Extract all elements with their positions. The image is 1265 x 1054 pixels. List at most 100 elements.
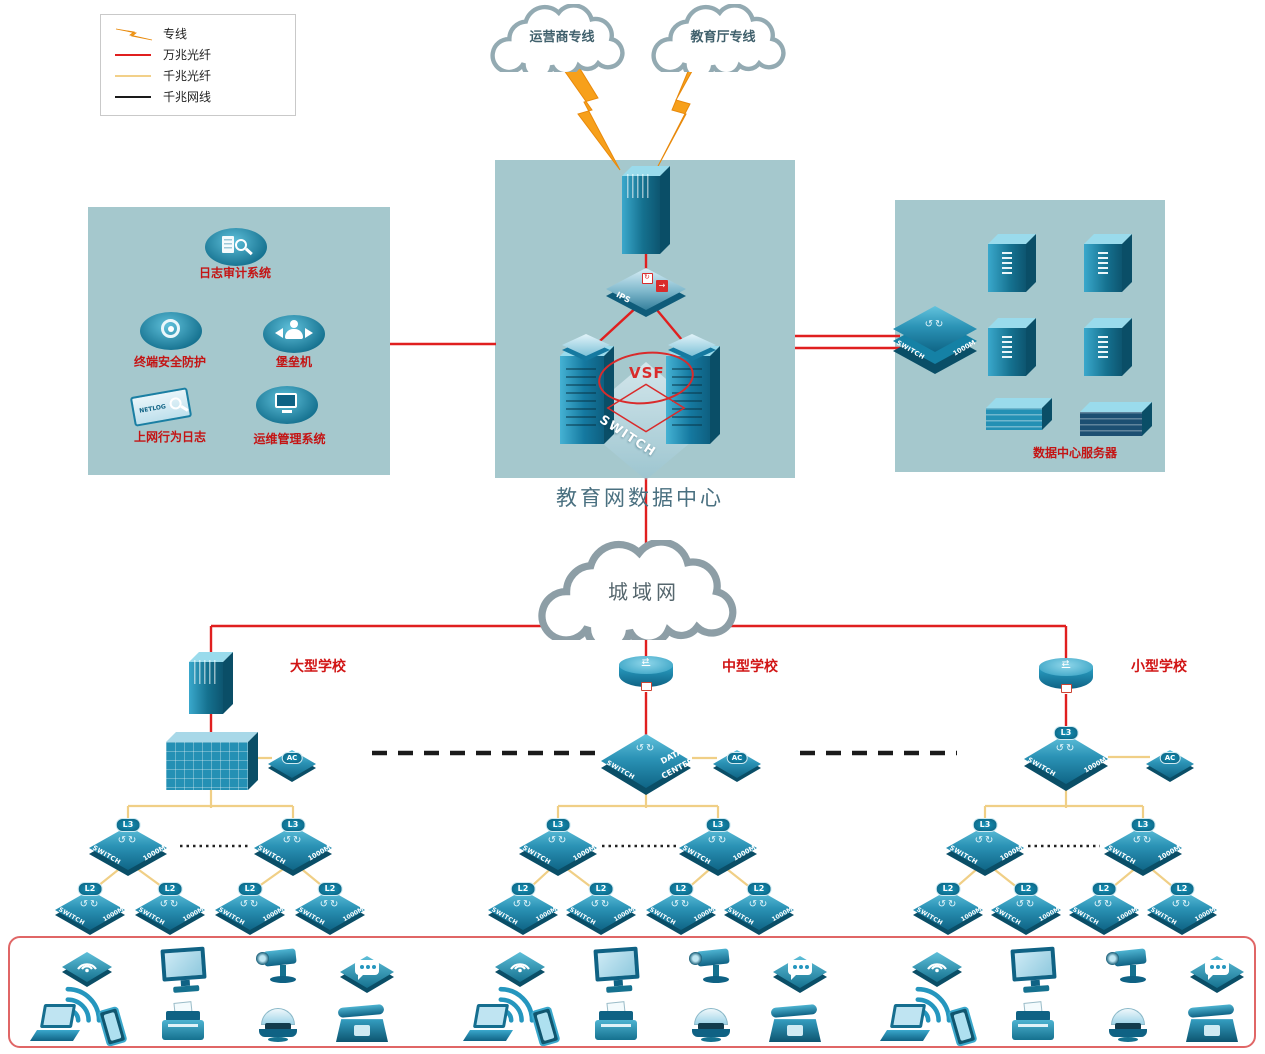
dome-camera-icon xyxy=(256,1004,300,1048)
small-school-router-icon xyxy=(1039,658,1093,698)
legend: 专线 万兆光纤 千兆光纤 千兆网线 xyxy=(100,14,296,116)
smartphone-icon xyxy=(88,1005,134,1050)
server-panel-switch: SWITCH 1000M xyxy=(893,304,977,378)
l3-badge: L3 xyxy=(972,818,998,832)
large-school-ac-controller: AC xyxy=(268,744,316,786)
chat-bubble xyxy=(788,960,812,980)
chat-bubble xyxy=(1205,960,1229,980)
keyboard xyxy=(30,1030,80,1041)
ips-port-icon xyxy=(642,273,653,284)
legend-row: 千兆光纤 xyxy=(113,65,283,86)
camera-foot xyxy=(701,1037,721,1042)
switch-arrows-icon xyxy=(749,899,770,910)
fiber-1g-icon xyxy=(113,74,153,77)
l3-badge: L3 xyxy=(115,818,141,832)
datacenter-server-icon xyxy=(988,234,1036,292)
net-log-label: 上网行为日志 xyxy=(133,430,206,444)
base xyxy=(1023,985,1050,993)
dedicated-line-icon xyxy=(113,26,153,42)
ac-badge: AC xyxy=(726,752,748,764)
box-side-face xyxy=(660,166,670,254)
camera-base xyxy=(692,1029,730,1037)
l2-badge: L2 xyxy=(935,882,961,896)
l2-badge: L2 xyxy=(1091,882,1117,896)
im-terminal-icon xyxy=(340,952,394,993)
desktop-monitor-icon xyxy=(1008,946,1061,995)
camera-lens xyxy=(689,952,702,965)
paper-slot xyxy=(168,1024,198,1027)
chat-dots xyxy=(360,965,364,969)
fiber-10g-icon xyxy=(113,53,153,56)
desktop-monitor-icon xyxy=(158,946,211,995)
camera-lens xyxy=(1106,952,1119,965)
ptz-camera-icon xyxy=(1104,946,1156,992)
vent-lines xyxy=(627,174,651,198)
switch-arrows-icon xyxy=(1056,743,1077,754)
core-firewall-icon xyxy=(622,166,670,254)
screen xyxy=(472,1004,510,1028)
box-top-face xyxy=(1080,402,1152,412)
large-school-core-device-icon xyxy=(166,732,258,790)
legend-label: 千兆网线 xyxy=(163,90,212,104)
medium-school-label: 中型学校 xyxy=(722,659,778,675)
switch-arrows-icon xyxy=(708,835,729,846)
router-tag xyxy=(641,682,652,691)
box-front-face xyxy=(1080,412,1142,436)
person-body-glyph xyxy=(285,329,303,339)
printer-icon xyxy=(591,1001,641,1048)
chat-bubble xyxy=(355,960,379,980)
l3-badge: L3 xyxy=(545,818,571,832)
wlan-ap-icon xyxy=(62,948,112,988)
camera-foot xyxy=(268,1037,288,1042)
l2-badge: L2 xyxy=(1013,882,1039,896)
wlan-ap-icon xyxy=(495,948,545,988)
l2-badge: L2 xyxy=(510,882,536,896)
stack-module-icon xyxy=(668,334,716,356)
small-school-label: 小型学校 xyxy=(1131,659,1187,675)
server-label-strip xyxy=(1098,336,1108,360)
switch-arrows-icon xyxy=(548,835,569,846)
camera-base xyxy=(1109,1029,1147,1037)
datacenter-title: 教育网数据中心 xyxy=(556,486,724,510)
datacenter-server-icon xyxy=(1084,318,1132,376)
lens-band xyxy=(265,1023,291,1030)
legend-label: 千兆光纤 xyxy=(163,69,212,83)
switch-arrows-icon xyxy=(283,835,304,846)
printer-icon xyxy=(1008,1001,1058,1048)
server-label-strip xyxy=(1002,336,1012,360)
datacenter-server-icon xyxy=(1084,234,1132,292)
phone-body xyxy=(97,1005,128,1048)
wlan-ap-icon xyxy=(912,948,962,988)
switch-arrows-icon xyxy=(240,899,261,910)
legend-label: 万兆光纤 xyxy=(163,48,212,62)
screen xyxy=(160,946,207,982)
ops-mgmt-label: 运维管理系统 xyxy=(253,432,326,446)
box-side-face xyxy=(223,652,233,714)
server-slots xyxy=(566,368,596,430)
box-front-face xyxy=(166,742,248,790)
printer-icon xyxy=(158,1001,208,1048)
screen xyxy=(39,1004,77,1028)
handset xyxy=(1187,1004,1235,1018)
ring-glyph xyxy=(161,319,180,338)
dome-camera-icon xyxy=(689,1004,733,1048)
phone-body xyxy=(947,1005,978,1048)
ac-badge: AC xyxy=(281,752,303,764)
bastion-host-icon xyxy=(263,315,325,353)
core-chassis-icon xyxy=(1080,402,1152,436)
l3-badge: L3 xyxy=(1130,818,1156,832)
handset xyxy=(770,1004,818,1018)
camera-mount xyxy=(713,965,719,977)
switch-arrows-icon xyxy=(1133,835,1154,846)
keypad xyxy=(1204,1025,1220,1036)
storage-rack-icon xyxy=(986,398,1052,430)
laptop-icon xyxy=(28,1004,82,1046)
l2-badge: L2 xyxy=(237,882,263,896)
switch-arrows-icon xyxy=(118,835,139,846)
arrow-right-glyph xyxy=(305,328,318,338)
